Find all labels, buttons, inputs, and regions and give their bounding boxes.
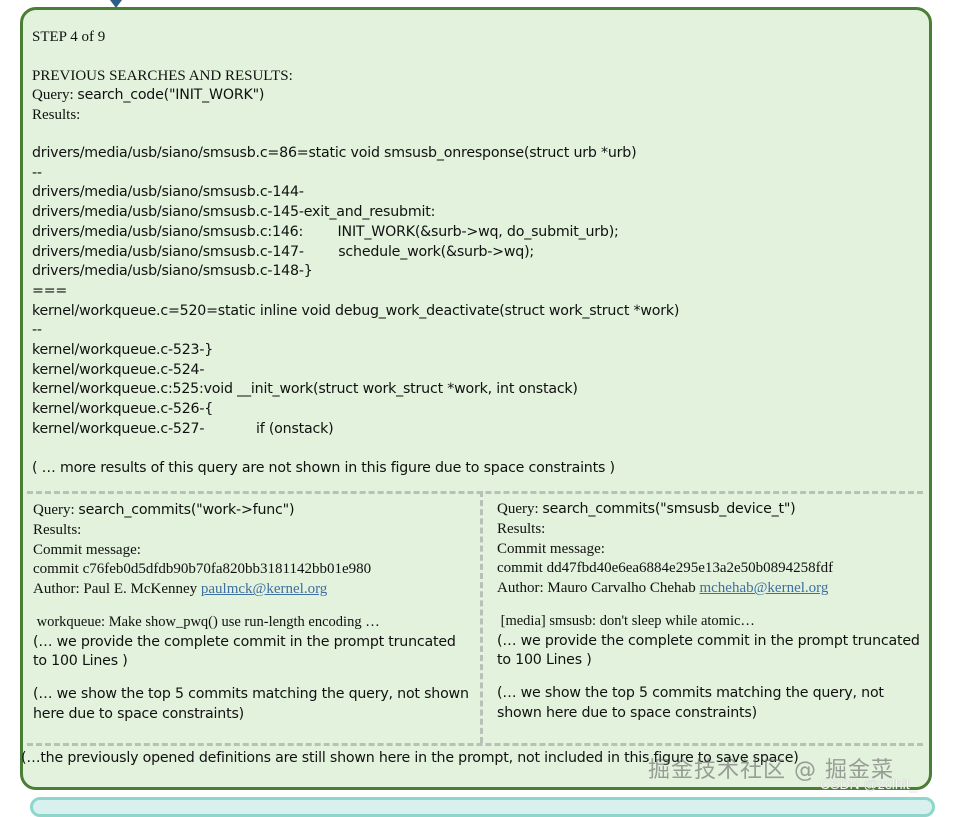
result-line: -- (32, 164, 42, 181)
top-commits-note: (… we show the top 5 commits matching th… (33, 685, 469, 722)
result-line: kernel/workqueue.c:525:void __init_work(… (32, 381, 578, 398)
result-line: kernel/workqueue.c-526-{ (32, 401, 214, 418)
commit-search-left: Query: search_commits("work->func") Resu… (33, 501, 473, 724)
result-line: kernel/workqueue.c-524- (32, 361, 205, 378)
step-panel: STEP 4 of 9 PREVIOUS SEARCHES AND RESULT… (20, 7, 932, 790)
truncation-note: (… we provide the complete commit in the… (33, 633, 456, 670)
author-email-link[interactable]: mchehab@kernel.org (699, 580, 829, 597)
commit-query-line: Query: search_commits("work->func") (33, 501, 473, 521)
commit-message-label: Commit message: (497, 540, 605, 557)
author-name: Author: Mauro Carvalho Chehab (497, 580, 696, 597)
code-query: search_code("INIT_WORK") (77, 87, 265, 103)
commit-search-right: Query: search_commits("smsusb_device_t")… (497, 500, 927, 723)
commit-hash: commit c76feb0d5dfdb90b70fa820bb3181142b… (33, 561, 372, 578)
query-label: Query: (33, 502, 75, 518)
author-email-link[interactable]: paulmck@kernel.org (200, 581, 328, 598)
commit-summary: workqueue: Make show_pwq() use run-lengt… (33, 613, 380, 630)
commit-hash: commit dd47fbd40e6ea6884e295e13a2e50b089… (497, 560, 834, 577)
commit-author: Author: Paul E. McKenney paulmck@kernel.… (33, 580, 473, 600)
code-query-line: Query: search_code("INIT_WORK") (32, 86, 919, 106)
top-commits-note: (… we show the top 5 commits matching th… (497, 684, 884, 721)
query-label: Query: (497, 501, 539, 517)
results-label: Results: (32, 106, 81, 123)
result-line: drivers/media/usb/siano/smsusb.c=86=stat… (32, 145, 637, 161)
commit-query-line: Query: search_commits("smsusb_device_t") (497, 500, 927, 520)
result-line: kernel/workqueue.c-523-} (32, 342, 214, 359)
column-divider (480, 491, 483, 743)
section-divider (27, 491, 923, 494)
commit-summary: [media] smsusb: don't sleep while atomic… (497, 612, 755, 629)
next-step-panel (30, 797, 935, 817)
previous-searches-heading: PREVIOUS SEARCHES AND RESULTS: (32, 67, 293, 84)
result-line: drivers/media/usb/siano/smsusb.c-144- (32, 184, 304, 201)
result-line: kernel/workqueue.c-527- if (onstack) (32, 420, 334, 437)
commit-message-label: Commit message: (33, 541, 141, 558)
result-line: drivers/media/usb/siano/smsusb.c-145-exi… (32, 204, 436, 221)
flow-arrow-icon (110, 0, 122, 8)
results-label: Results: (33, 521, 82, 538)
more-results-note: ( … more results of this query are not s… (32, 459, 615, 476)
site-watermark: 掘金技术社区 @ 掘金菜 (648, 758, 894, 783)
commit-query: search_commits("work->func") (78, 502, 295, 518)
commit-query: search_commits("smsusb_device_t") (542, 501, 796, 517)
code-search-section: STEP 4 of 9 PREVIOUS SEARCHES AND RESULT… (32, 28, 919, 478)
result-line: kernel/workqueue.c=520=static inline voi… (32, 302, 680, 319)
result-separator: === (32, 282, 68, 299)
result-line: -- (32, 322, 42, 339)
truncation-note: (… we provide the complete commit in the… (497, 632, 920, 669)
footer-note: (…the previously opened definitions are … (21, 750, 799, 766)
step-label: STEP 4 of 9 (32, 29, 106, 45)
author-name: Author: Paul E. McKenney (33, 581, 198, 598)
result-line: drivers/media/usb/siano/smsusb.c-147- sc… (32, 243, 534, 260)
query-label: Query: (32, 87, 74, 103)
result-line: drivers/media/usb/siano/smsusb.c-148-} (32, 263, 313, 280)
commit-author: Author: Mauro Carvalho Chehab mchehab@ke… (497, 579, 927, 599)
footer-divider (27, 743, 923, 746)
result-line: drivers/media/usb/siano/smsusb.c:146: IN… (32, 223, 619, 240)
results-label: Results: (497, 520, 546, 537)
csdn-watermark: CSDN @zclhit_ (820, 776, 918, 792)
